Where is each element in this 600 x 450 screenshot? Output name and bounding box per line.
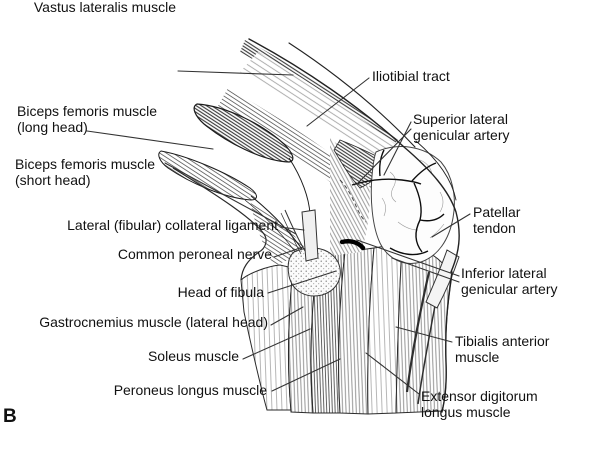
label-superior-lateral-genicular-artery: Superior lateral genicular artery bbox=[413, 111, 510, 143]
leader-soleus bbox=[242, 328, 311, 360]
shin-right-contour bbox=[441, 271, 453, 413]
leader-lines bbox=[86, 70, 471, 395]
label-soleus: Soleus muscle bbox=[147, 348, 239, 364]
label-patellar-tendon: Patellar tendon bbox=[473, 204, 521, 236]
leader-vastus-lateralis bbox=[177, 70, 294, 76]
biceps-femoris-long-head-belly bbox=[193, 103, 294, 163]
leader-biceps-short-head bbox=[164, 162, 297, 235]
panel-letter: B bbox=[3, 406, 17, 427]
leader-extensor-digitorum bbox=[365, 352, 420, 395]
label-head-of-fibula: Head of fibula bbox=[177, 284, 264, 300]
label-iliotibial-tract: Iliotibial tract bbox=[372, 68, 450, 84]
leader-superior-genicular-a bbox=[383, 121, 412, 176]
label-lateral-collateral-ligament: Lateral (fibular) collateral ligament bbox=[67, 217, 278, 233]
label-vastus-lateralis: Vastus lateralis muscle bbox=[33, 0, 176, 15]
patella-prominence bbox=[370, 146, 455, 264]
biceps-short-head-tendon bbox=[250, 195, 305, 253]
leader-inferior-genicular-b bbox=[391, 257, 460, 283]
patella-inner-contour bbox=[415, 140, 457, 201]
leader-iliotibial-tract bbox=[306, 77, 370, 127]
genicular-artery-branches bbox=[351, 149, 445, 256]
label-peroneus-longus: Peroneus longus muscle bbox=[113, 382, 267, 398]
patella-crackle-texture bbox=[381, 159, 445, 239]
biceps-femoris-muscles bbox=[158, 103, 311, 257]
label-extensor-digitorum-longus: Extensor digitorum longus muscle bbox=[421, 388, 538, 420]
knee-structures bbox=[280, 138, 460, 309]
biceps-femoris-short-head-belly bbox=[158, 150, 257, 201]
label-common-peroneal-nerve: Common peroneal nerve bbox=[117, 246, 272, 262]
fascia-inner-contour bbox=[288, 42, 416, 148]
label-tibialis-anterior: Tibialis anterior muscle bbox=[455, 333, 550, 365]
leader-superior-genicular-b bbox=[356, 128, 412, 185]
leader-peroneus-longus bbox=[271, 358, 341, 392]
leader-lateral-collateral-ligament bbox=[279, 226, 305, 231]
inferior-genicular-artery-mark bbox=[339, 239, 366, 251]
anterior-contour bbox=[248, 38, 460, 273]
label-biceps-femoris-long-head: Biceps femoris muscle (long head) bbox=[17, 103, 158, 135]
leader-patellar-tendon bbox=[431, 213, 471, 238]
thigh-muscle-fibers bbox=[218, 40, 412, 266]
posterior-leg-contour bbox=[172, 167, 267, 281]
joint-capsule-dashed-line bbox=[339, 179, 367, 223]
leader-head-of-fibula bbox=[267, 270, 337, 294]
leader-common-peroneal-nerve bbox=[273, 246, 304, 258]
label-inferior-lateral-genicular-artery: Inferior lateral genicular artery bbox=[461, 265, 558, 297]
common-peroneal-nerve-line-2 bbox=[280, 212, 302, 255]
skin-contours bbox=[248, 38, 460, 413]
leader-gastrocnemius bbox=[270, 306, 304, 326]
lateral-collateral-ligament-band bbox=[301, 209, 319, 262]
leader-biceps-long-head bbox=[86, 130, 214, 150]
iliotibial-tract-band bbox=[240, 52, 412, 177]
label-biceps-femoris-short-head: Biceps femoris muscle (short head) bbox=[15, 156, 156, 188]
biceps-long-head-tendon bbox=[288, 157, 311, 215]
leader-tibialis-anterior bbox=[395, 326, 453, 343]
label-gastrocnemius-lateral-head: Gastrocnemius muscle (lateral head) bbox=[39, 314, 268, 330]
fibular-head bbox=[287, 247, 341, 297]
biceps-short-head-tendon-inner bbox=[244, 199, 299, 257]
common-peroneal-nerve-line bbox=[284, 209, 306, 252]
leader-inferior-genicular-a bbox=[356, 239, 460, 277]
